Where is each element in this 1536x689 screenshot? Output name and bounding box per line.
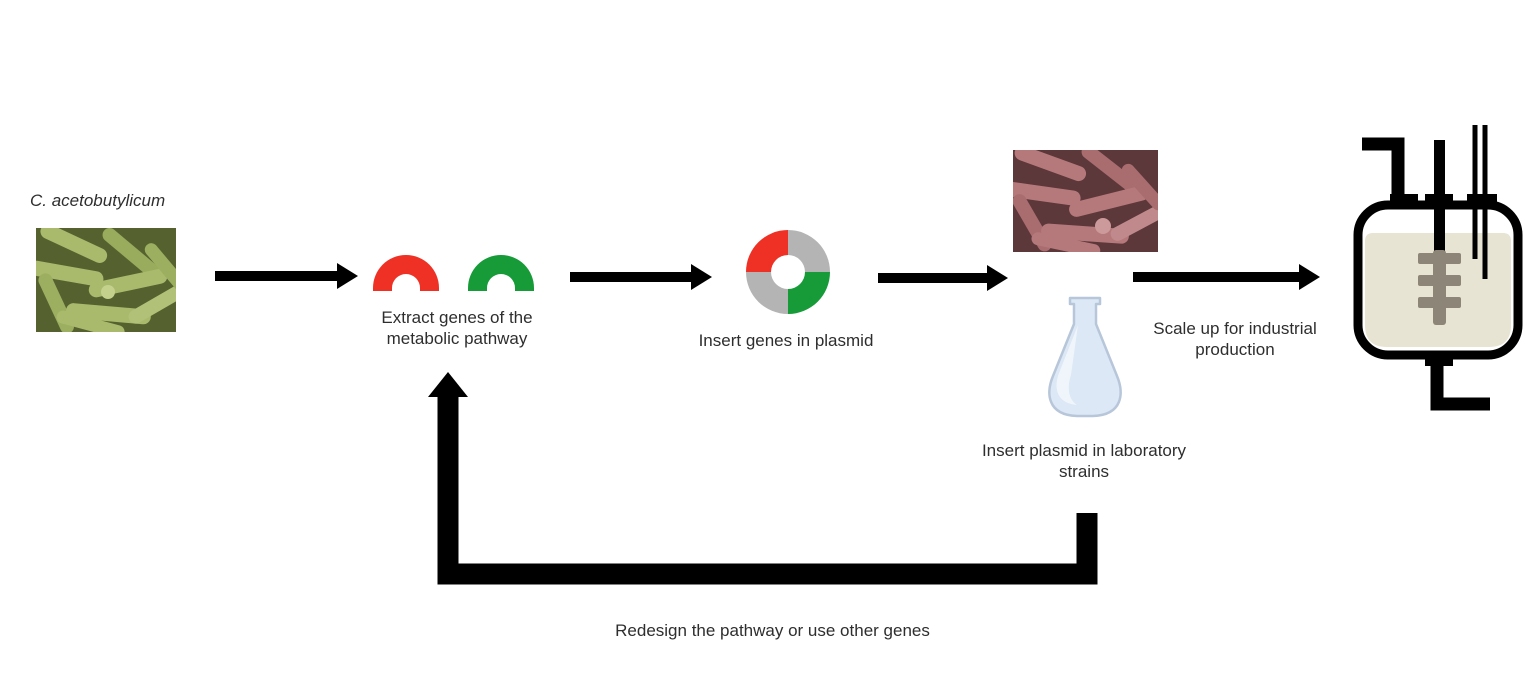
plasmid-hole — [771, 255, 805, 289]
arrow-shaft — [878, 273, 987, 283]
insert-plasmid-strains-label: Insert plasmid in laboratory strains — [981, 441, 1187, 481]
insert-genes-label: Insert genes in plasmid — [698, 331, 874, 350]
feedback-loop-arrow — [428, 372, 1098, 585]
redesign-label: Redesign the pathway or use other genes — [615, 621, 930, 640]
scale-up-label: Scale up for industrial production — [1153, 319, 1317, 359]
plasmid-icon — [746, 230, 830, 314]
right-arrow-4 — [1133, 264, 1320, 290]
gene-arc-green-icon — [468, 255, 534, 291]
extract-genes-label: Extract genes of the metabolic pathway — [381, 308, 533, 348]
flask-icon — [1048, 296, 1122, 418]
arrow-shaft — [570, 272, 691, 282]
right-arrow-3 — [878, 265, 1008, 291]
arrow-head — [337, 263, 358, 289]
pink-bacteria-micrograph — [1013, 150, 1158, 252]
green-bacteria-micrograph — [36, 228, 176, 332]
arrow-head — [987, 265, 1008, 291]
arrow-shaft — [215, 271, 337, 281]
source-organism-label: C. acetobutylicum — [30, 191, 166, 210]
right-arrow-1 — [215, 263, 358, 289]
arrow-head — [691, 264, 712, 290]
arrow-head — [1299, 264, 1320, 290]
arrow-shaft — [1133, 272, 1299, 282]
right-arrow-2 — [570, 264, 712, 290]
gene-arc-red-icon — [373, 255, 439, 291]
bioreactor-icon — [1353, 125, 1523, 411]
